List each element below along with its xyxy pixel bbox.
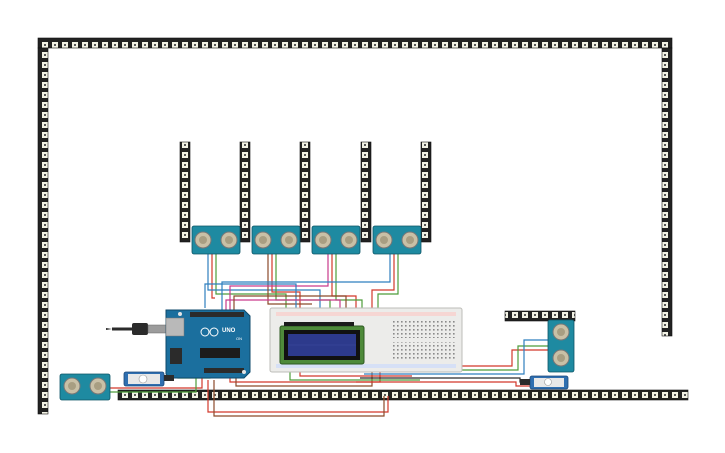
led-strip-left xyxy=(37,47,49,415)
ultrasonic-sensor-1 xyxy=(191,225,241,255)
lcd-display xyxy=(279,322,365,365)
ultrasonic-sensor-5 xyxy=(59,373,111,401)
arduino-uno-board: UNO ON xyxy=(165,309,251,379)
led-strip-column-2 xyxy=(239,141,251,243)
led-strip-top xyxy=(37,37,673,49)
ultrasonic-sensor-6 xyxy=(547,319,575,373)
arduino-power-led-label: ON xyxy=(236,336,242,341)
led-strip-column-4 xyxy=(360,141,372,243)
led-strip-right xyxy=(661,47,673,337)
servo-motor-right-icon xyxy=(520,375,569,390)
ultrasonic-sensor-2 xyxy=(251,225,301,255)
ultrasonic-sensor-4 xyxy=(372,225,422,255)
usb-plug-icon xyxy=(106,323,167,335)
led-strip-column-3 xyxy=(299,141,311,243)
arduino-logo-icon xyxy=(200,327,219,337)
ultrasonic-sensor-3 xyxy=(311,225,361,255)
led-strip-short xyxy=(504,310,576,322)
led-strip-column-1 xyxy=(179,141,191,243)
led-strip-bottom xyxy=(117,389,689,401)
servo-motor-icon xyxy=(123,371,174,387)
led-strip-column-5 xyxy=(420,141,432,243)
arduino-brand-label: UNO xyxy=(222,328,236,334)
